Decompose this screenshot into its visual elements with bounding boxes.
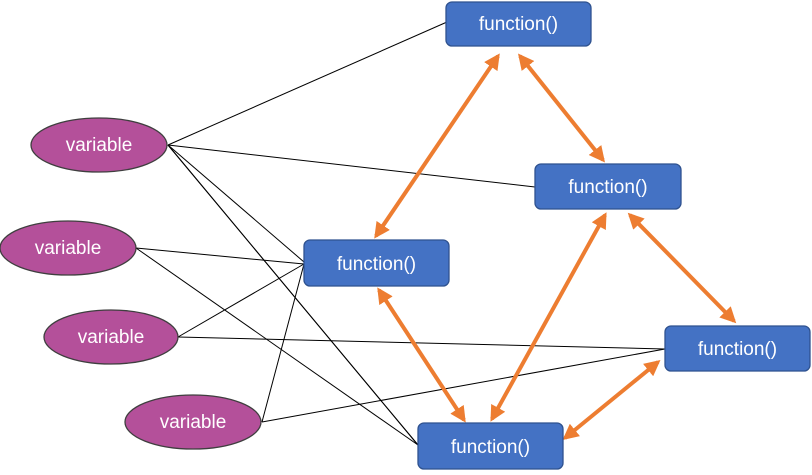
arrow-f2-f4 xyxy=(627,212,737,324)
link-v4-f4 xyxy=(261,348,666,423)
function-box-1[interactable]: function() xyxy=(445,1,592,47)
variable-node-3[interactable]: variable xyxy=(43,309,179,365)
function-label: function() xyxy=(698,339,777,360)
link-v3-f3 xyxy=(177,263,305,338)
link-v2-f5 xyxy=(135,247,419,446)
variable-node-2[interactable]: variable xyxy=(0,220,137,276)
link-v4-f3 xyxy=(261,263,305,423)
links-layer xyxy=(135,21,666,446)
variable-node-1[interactable]: variable xyxy=(30,117,168,173)
link-v1-f3 xyxy=(167,144,305,263)
arrow-f1-f2 xyxy=(518,53,605,163)
link-v1-f2 xyxy=(167,144,536,188)
function-label: function() xyxy=(337,254,416,275)
function-label: function() xyxy=(451,437,530,458)
variable-label: variable xyxy=(35,238,102,259)
link-v3-f4 xyxy=(177,336,666,350)
link-v1-f1 xyxy=(167,21,448,146)
function-label: function() xyxy=(479,14,558,35)
function-box-5[interactable]: function() xyxy=(417,422,564,470)
variable-node-4[interactable]: variable xyxy=(124,394,262,450)
arrow-f1-f3 xyxy=(374,53,500,239)
function-box-4[interactable]: function() xyxy=(664,325,811,372)
arrow-f2-f5 xyxy=(490,212,607,422)
arrow-f3-f5 xyxy=(377,287,466,423)
arrow-f4-f5 xyxy=(562,359,661,441)
function-box-2[interactable]: function() xyxy=(534,163,682,210)
function-label: function() xyxy=(568,177,647,198)
function-box-3[interactable]: function() xyxy=(303,239,450,287)
arrows-layer xyxy=(374,53,737,441)
link-v1-f5b xyxy=(167,144,419,446)
link-v2-f3 xyxy=(135,247,305,265)
variable-label: variable xyxy=(160,412,227,433)
variable-label: variable xyxy=(78,327,145,348)
variable-label: variable xyxy=(66,135,133,156)
